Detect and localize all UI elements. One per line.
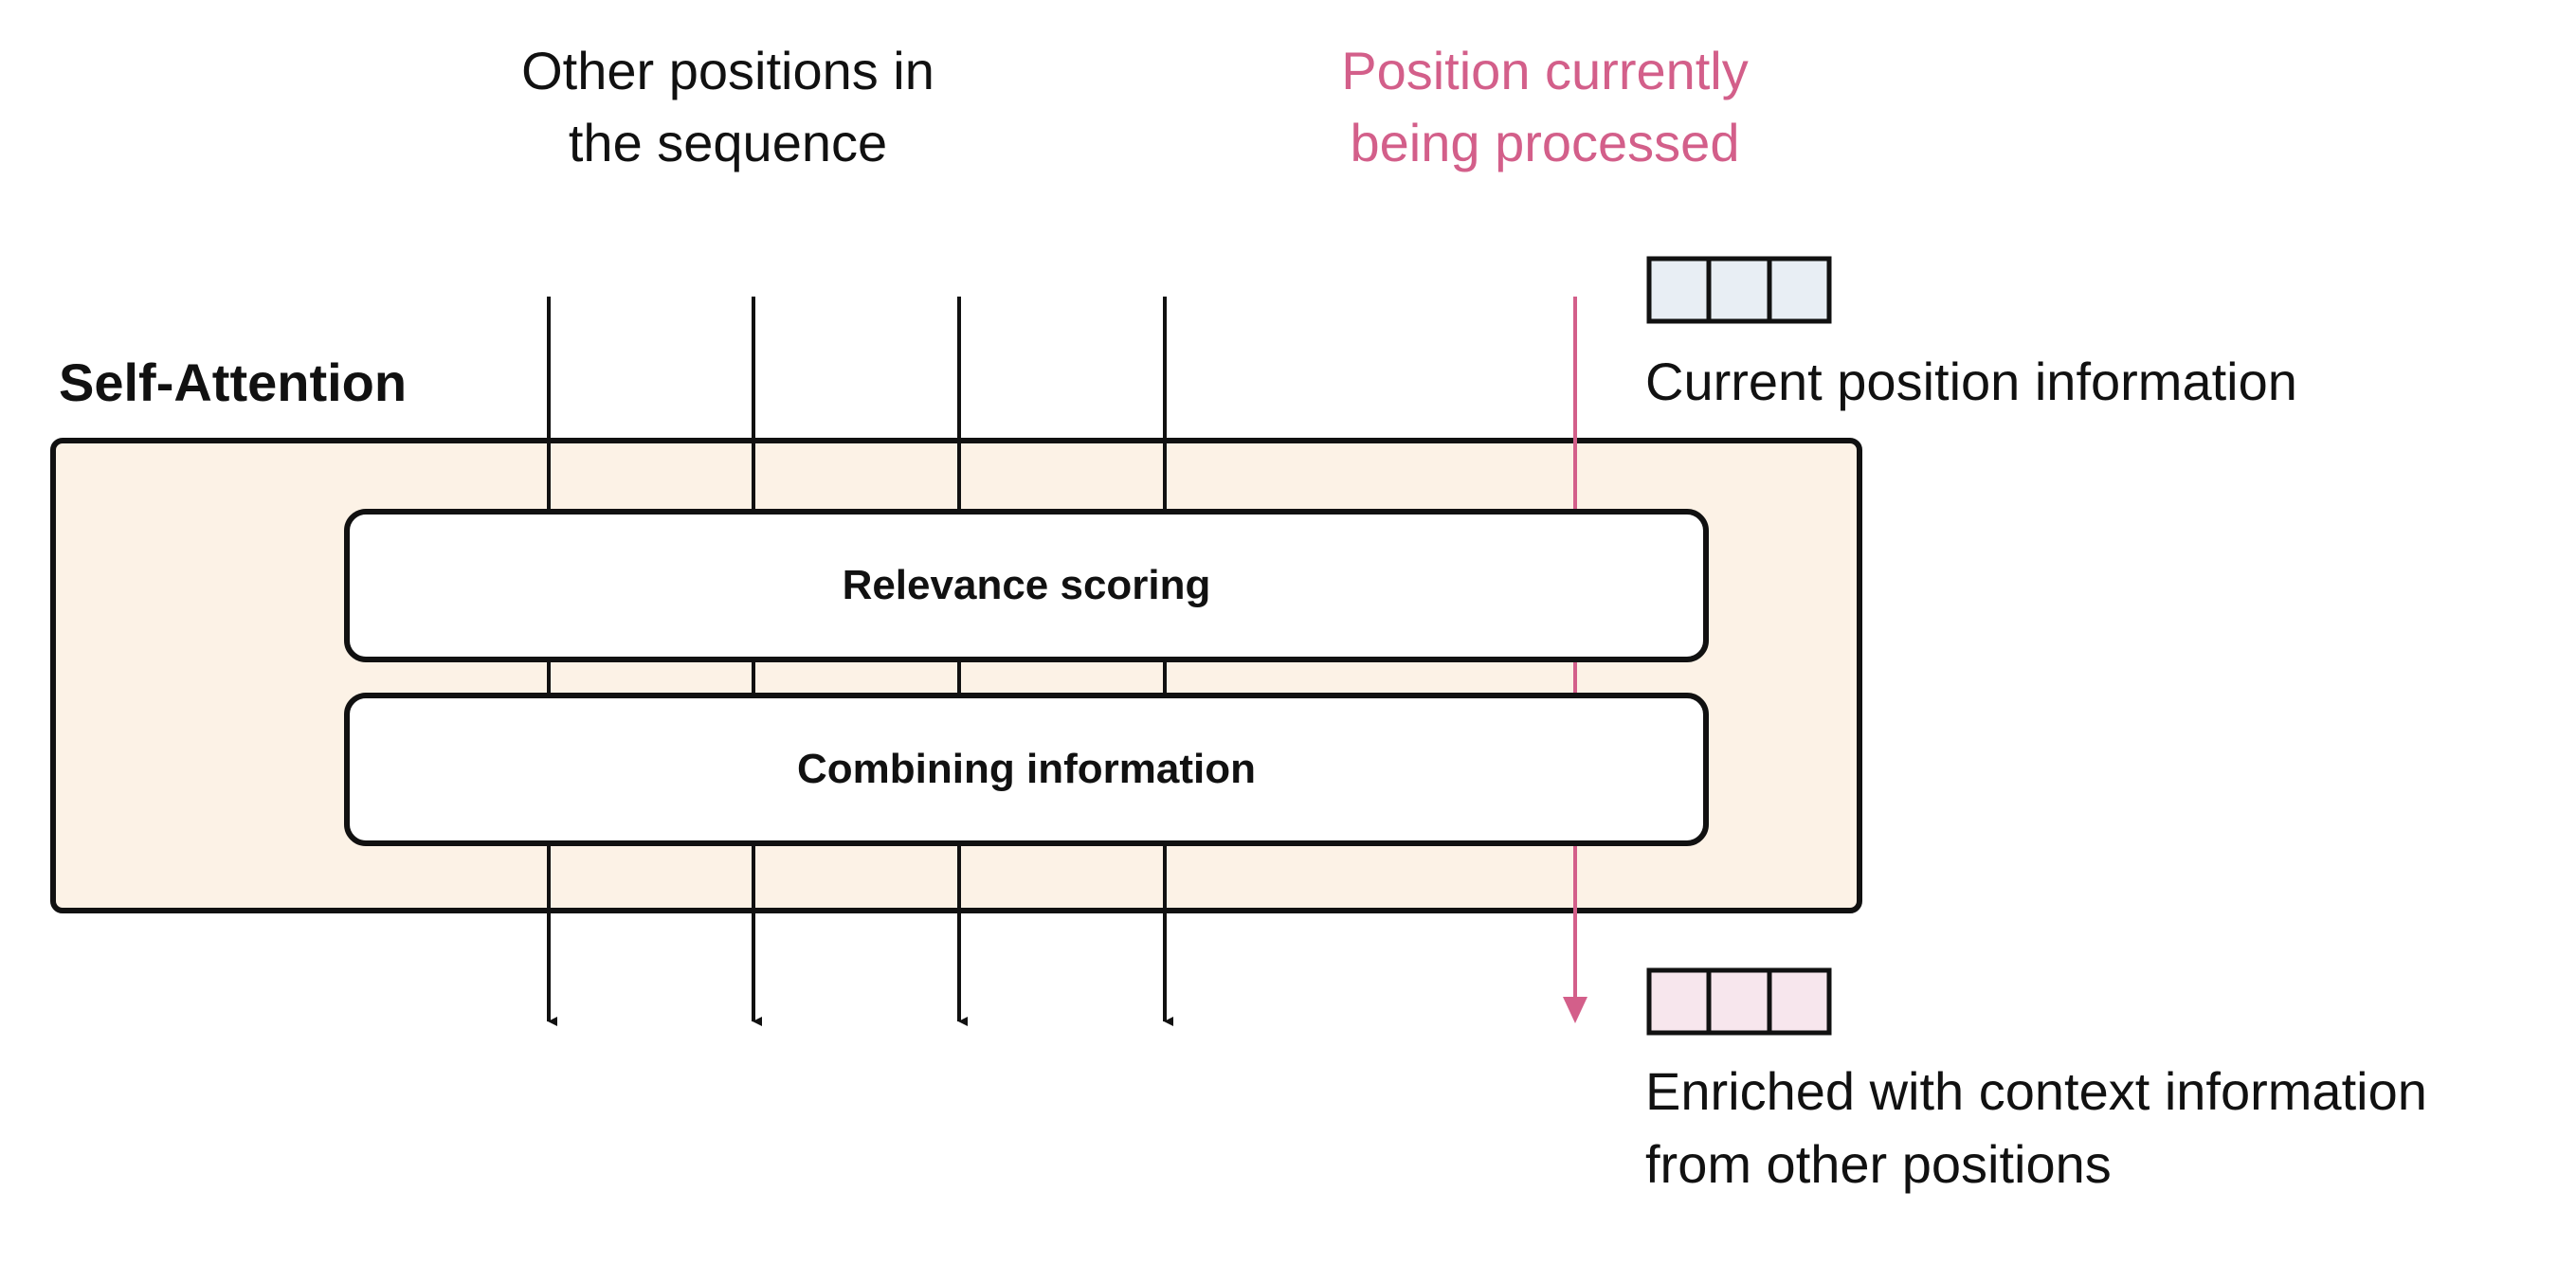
input-vector xyxy=(1646,256,1832,324)
combining-information-box xyxy=(344,693,1709,846)
other-positions-label-line1: Other positions in xyxy=(521,41,934,100)
current-position-label-line2: being processed xyxy=(1351,113,1740,172)
relevance-scoring-label: Relevance scoring xyxy=(843,562,1211,608)
output-vector-label-line1: Enriched with context information xyxy=(1645,1061,2427,1121)
output-vector-label-line2: from other positions xyxy=(1645,1134,2112,1194)
current-position-arrow-head xyxy=(1563,997,1587,1023)
block-title: Self-Attention xyxy=(59,352,407,412)
input-vector-label: Current position information xyxy=(1645,352,2297,411)
relevance-scoring-box xyxy=(344,509,1709,662)
combining-information-label: Combining information xyxy=(797,746,1256,792)
current-position-label-line1: Position currently xyxy=(1341,41,1749,100)
output-vector xyxy=(1646,967,1832,1036)
other-positions-label-line2: the sequence xyxy=(569,113,887,172)
